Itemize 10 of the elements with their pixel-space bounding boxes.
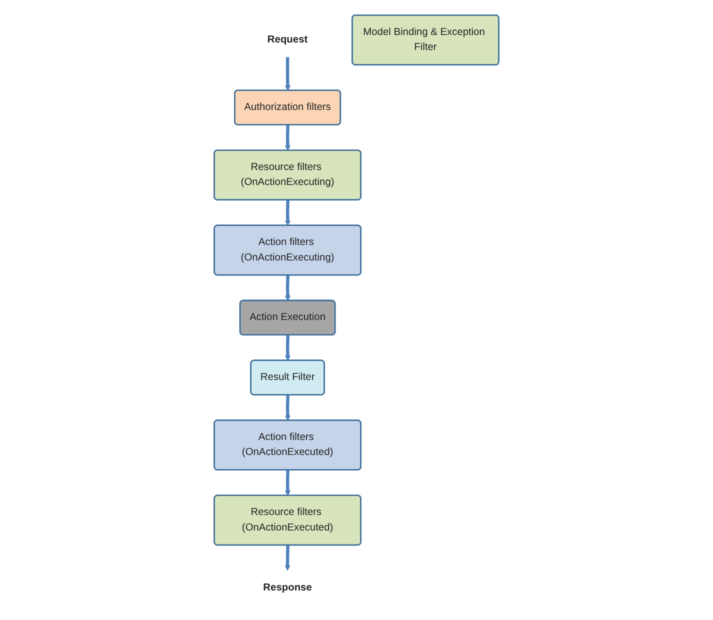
arrow: [284, 395, 291, 421]
node-text: Response: [263, 582, 312, 593]
arrow: [284, 545, 290, 571]
arrow: [284, 275, 291, 302]
arrow: [284, 470, 291, 496]
arrow: [284, 200, 291, 226]
arrow: [284, 335, 291, 361]
arrow: [284, 124, 291, 151]
node-text: Request: [267, 34, 308, 46]
arrow: [284, 57, 291, 91]
